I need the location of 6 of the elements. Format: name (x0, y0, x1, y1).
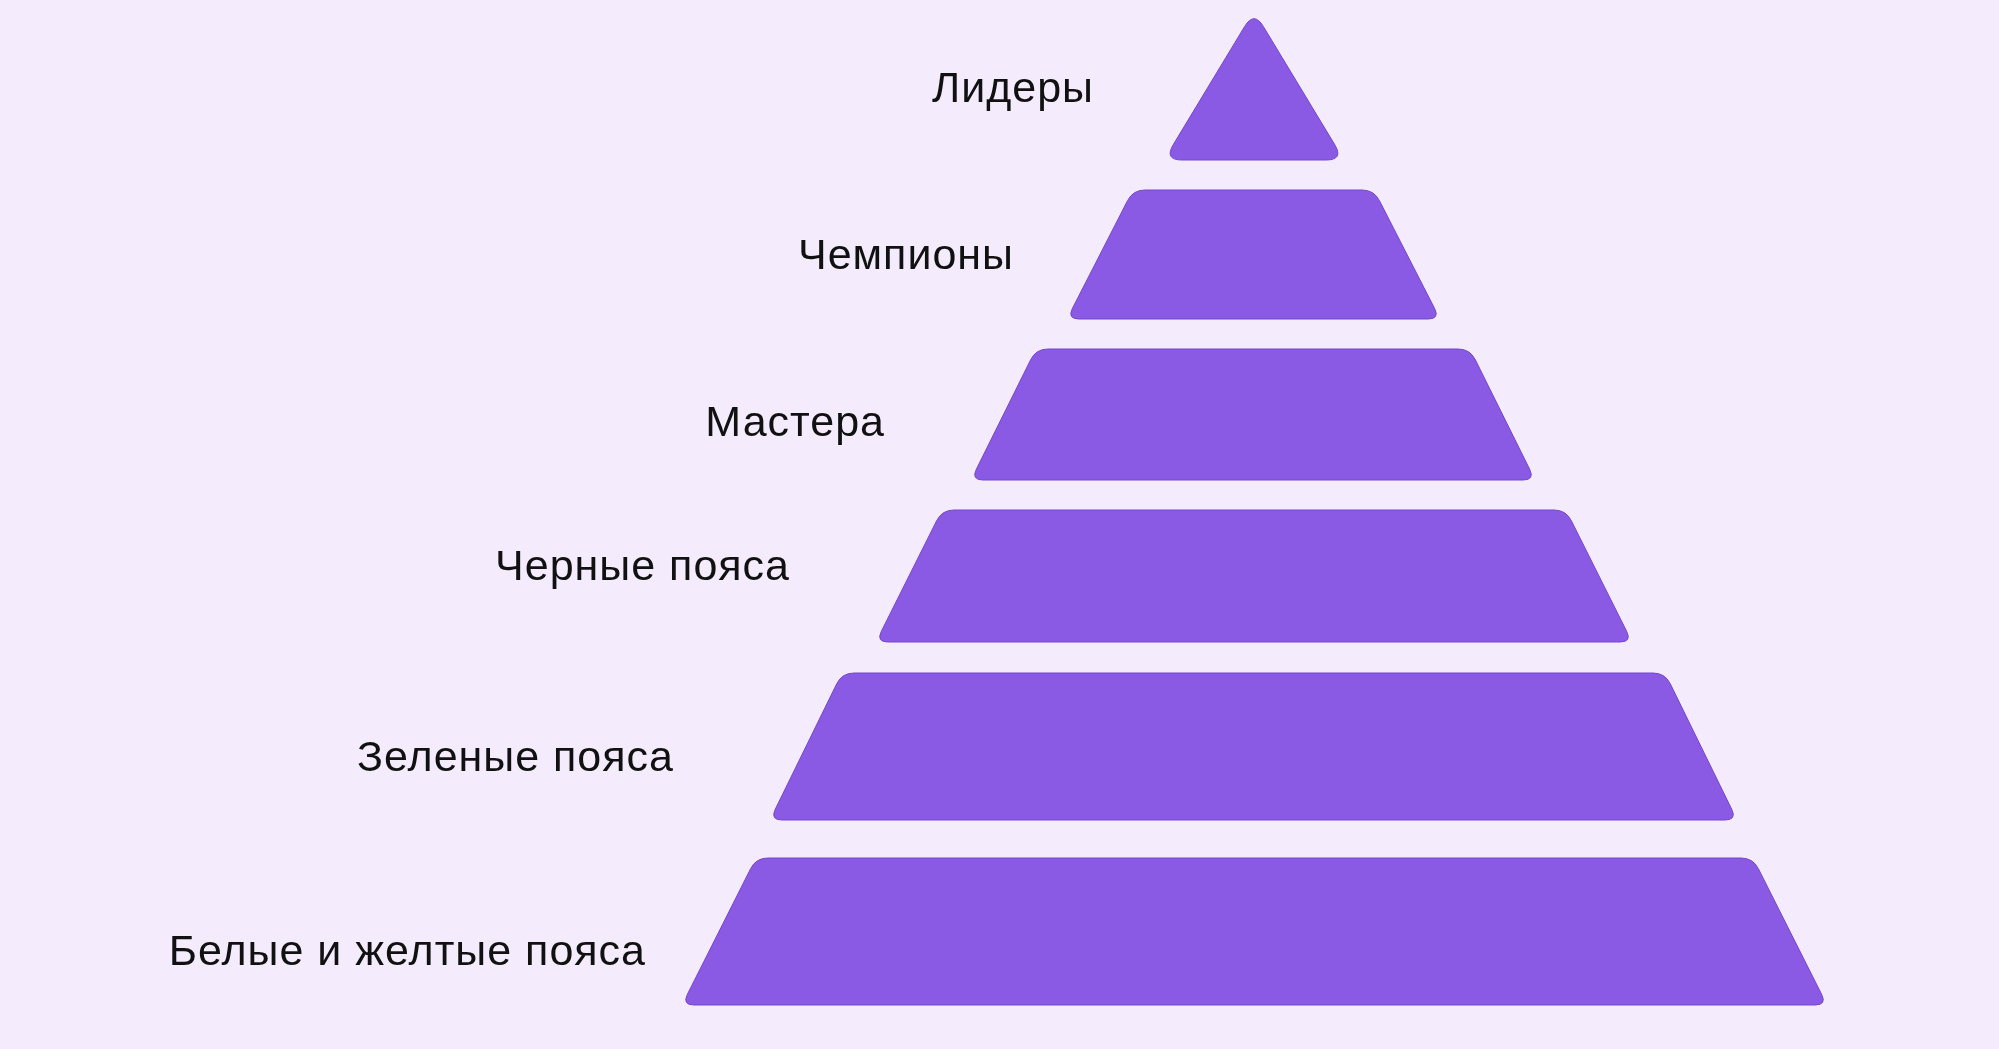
tier-label: Белые и желтые пояса (168, 928, 646, 972)
tier-label: Чемпионы (798, 232, 1014, 276)
tier-label: Черные пояса (495, 543, 790, 587)
tier-label: Зеленые пояса (357, 734, 674, 778)
tier-label: Мастера (705, 399, 885, 443)
tier-label: Лидеры (931, 65, 1094, 109)
